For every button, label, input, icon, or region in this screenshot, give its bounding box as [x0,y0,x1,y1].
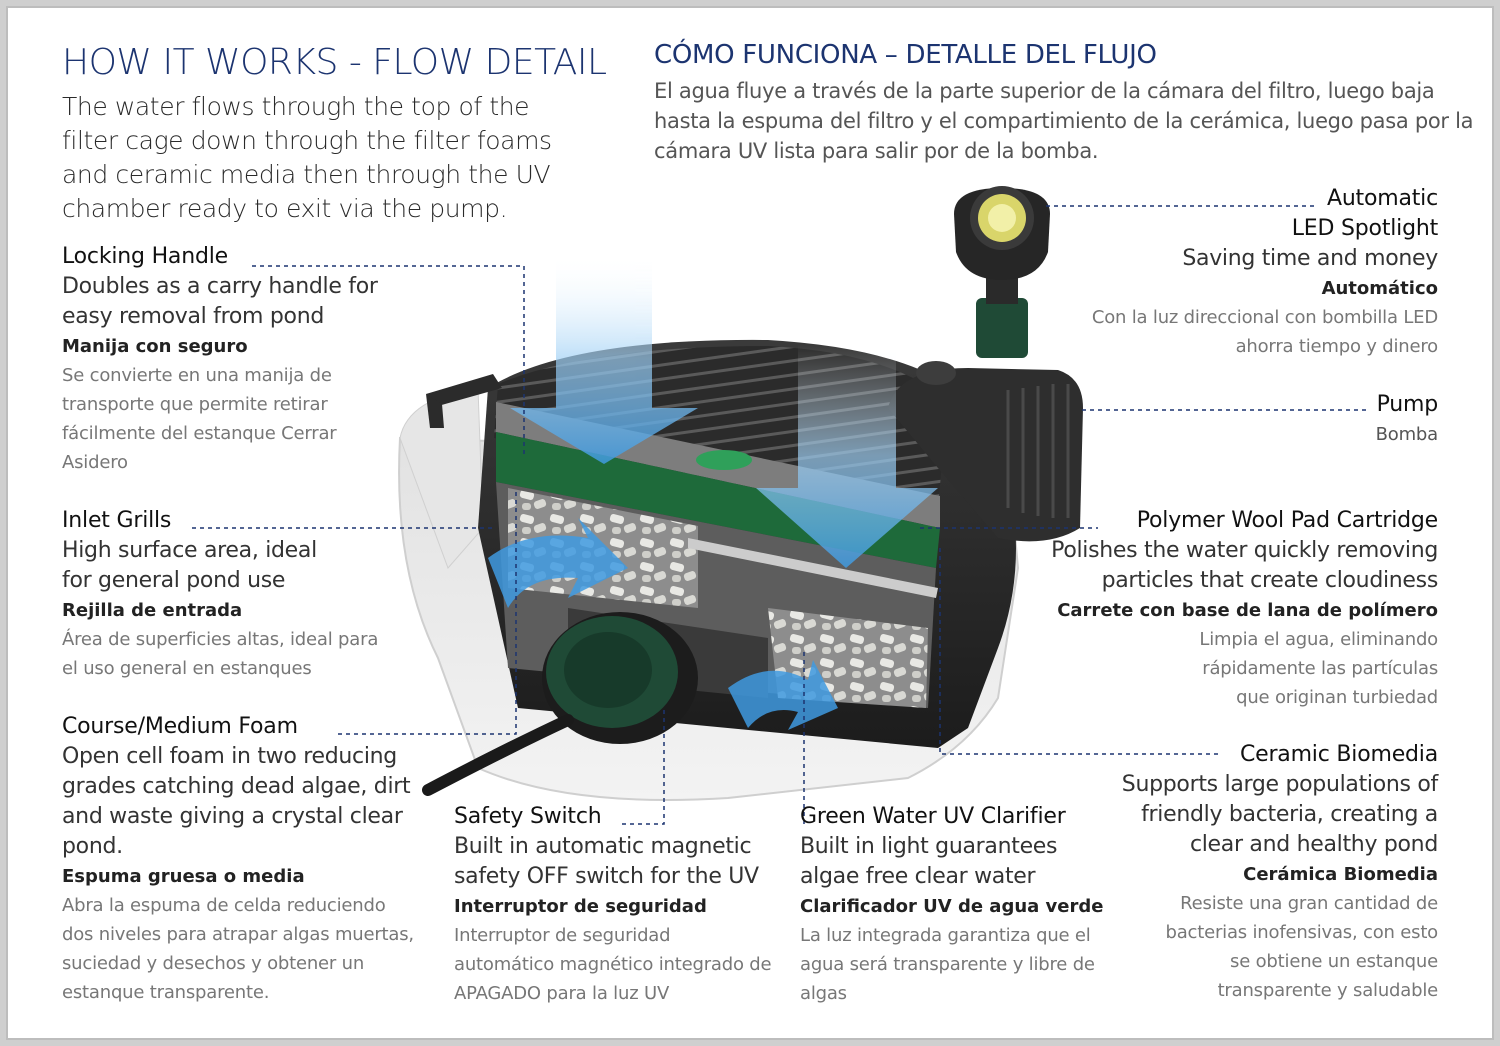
pump-es-title: Bomba [1375,424,1439,445]
label-pump: Pump Bomba [1238,390,1439,449]
locking-handle-es-desc: Se convierte en una manija de transporte… [62,365,337,473]
label-uv-clarifier: Green Water UV Clarifier Built in light … [800,802,1120,1008]
inlet-grills-title: Inlet Grills [62,508,172,533]
wool-pad-es-desc: Limpia el agua, eliminando rápidamente l… [1199,629,1438,708]
inlet-grills-es-title: Rejilla de entrada [62,600,243,621]
uv-clarifier-es-desc: La luz integrada garantiza que el agua s… [800,925,1095,1004]
course-foam-es-desc: Abra la espuma de celda reduciendo dos n… [62,895,414,1003]
leader-course-foam [338,488,517,735]
power-cable [422,714,574,796]
flow-arrow-curve-left [488,518,628,608]
uv-clarifier-title: Green Water UV Clarifier [800,804,1066,829]
label-course-foam: Course/Medium Foam Open cell foam in two… [62,712,422,1007]
infographic-frame: HOW IT WORKS - FLOW DETAIL The water flo… [6,6,1494,1040]
safety-switch-title: Safety Switch [454,804,602,829]
course-foam-es-title: Espuma gruesa o media [62,866,305,887]
locking-handle-es-title: Manija con seguro [62,336,248,357]
water-flow-arrows [488,254,938,730]
intro-spanish: El agua fluye a través de la parte super… [654,79,1474,163]
course-foam-title: Course/Medium Foam [62,714,298,739]
uv-clarifier-es-title: Clarificador UV de agua verde [800,896,1104,917]
safety-switch-es-title: Interruptor de seguridad [454,896,707,917]
label-safety-switch: Safety Switch Built in automatic magneti… [454,802,774,1008]
spotlight-title-line2: LED Spotlight [1291,216,1438,241]
filter-cutaway-diagram [192,186,1368,825]
spotlight-es-desc: Con la luz direccional con bombilla LED … [1091,307,1438,357]
biomedia-es-title: Cerámica Biomedia [1243,864,1438,885]
biomedia-title: Ceramic Biomedia [1239,742,1438,767]
leader-safety-switch [622,708,665,825]
safety-switch-es-desc: Interruptor de seguridad automático magn… [454,925,772,1004]
biomedia-es-desc: Resiste una gran cantidad de bacterias i… [1165,893,1438,1001]
flow-arrow-curve-right [728,660,838,730]
wool-pad-es-title: Carrete con base de lana de polímero [1057,600,1438,621]
wool-pad-title: Polymer Wool Pad Cartridge [1136,508,1438,533]
label-wool-pad: Polymer Wool Pad Cartridge Polishes the … [1048,506,1438,712]
spotlight-desc: Saving time and money [1182,246,1438,271]
spotlight-es-title: Automático [1321,278,1438,299]
spotlight-title-line1: Automatic [1326,186,1438,211]
label-spotlight: Automatic LED Spotlight Saving time and … [1068,184,1438,361]
locking-handle-title: Locking Handle [62,244,228,269]
safety-switch-desc: Built in automatic magnetic safety OFF s… [454,834,759,889]
label-inlet-grills: Inlet Grills High surface area, ideal fo… [62,506,392,683]
flow-arrow-down-left [510,254,698,464]
leader-lines [192,205,1368,825]
label-locking-handle: Locking Handle Doubles as a carry handle… [62,242,382,477]
locking-handle-desc: Doubles as a carry handle for easy remov… [62,274,378,329]
polymer-wool-pad [688,538,938,598]
biomedia-desc: Supports large populations of friendly b… [1121,772,1439,857]
inlet-grills-es-desc: Área de superficies altas, ideal para el… [62,629,379,679]
flow-arrow-down-right [756,344,938,568]
uv-clarifier-unit [422,608,768,796]
wool-pad-desc: Polishes the water quickly removing part… [1051,538,1438,593]
led-spotlight [954,186,1050,358]
leader-locking-handle [252,265,525,458]
inlet-grills-desc: High surface area, ideal for general pon… [62,538,317,593]
label-biomedia: Ceramic Biomedia Supports large populati… [1118,740,1439,1005]
course-foam-desc: Open cell foam in two reducing grades ca… [62,744,411,859]
uv-clarifier-desc: Built in light guarantees algae free cle… [800,834,1058,889]
pump-unit [888,361,1083,542]
intro-english: The water flows through the top of the f… [62,92,552,223]
title-english: HOW IT WORKS - FLOW DETAIL [62,42,607,83]
title-spanish: CÓMO FUNCIONA – DETALLE DEL FLUJO [654,40,1157,70]
locking-handle [426,374,502,406]
pump-title: Pump [1376,392,1439,417]
